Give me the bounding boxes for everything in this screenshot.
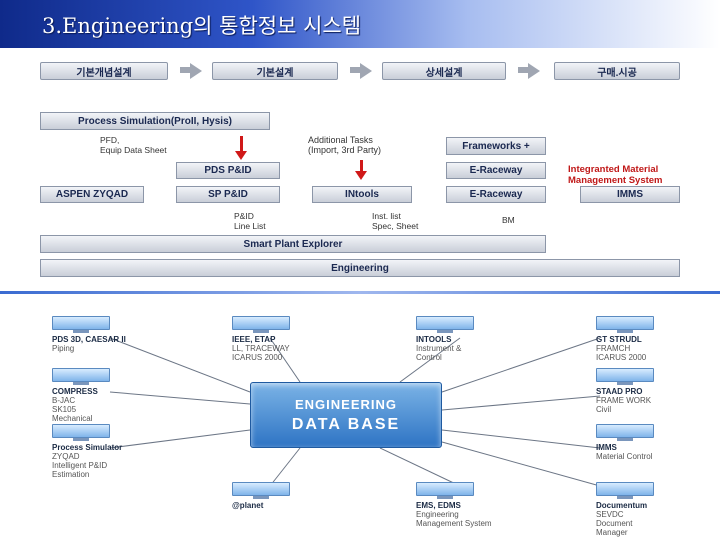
engineering-bar: Engineering <box>40 259 680 277</box>
intools-box: INtools <box>312 186 412 203</box>
e-raceway-box-2: E-Raceway <box>446 186 546 203</box>
node-staad-sub: Civil <box>596 405 612 414</box>
flow-arrow-shaft <box>518 67 528 73</box>
sp-pid-box: SP P&ID <box>176 186 280 203</box>
node-ems-sub: Management System <box>416 519 492 528</box>
node-intools-title: INTOOLS <box>416 335 452 344</box>
process-simulation-box: Process Simulation(ProII, Hysis) <box>40 112 270 130</box>
computer-icon <box>52 424 110 441</box>
node-document-title: Documentum <box>596 501 648 510</box>
integrated-material-label: Integranted Material Management System <box>568 164 663 186</box>
node-document-sub: Document <box>596 519 633 528</box>
flow-arrow-shaft <box>180 67 190 73</box>
pfd-label: PFD, Equip Data Sheet <box>100 135 167 155</box>
node-ieee-title: IEEE, ETAP <box>232 335 276 344</box>
node-staad-sub: FRAME WORK <box>596 396 652 405</box>
computer-icon <box>416 316 474 333</box>
node-ems-sub: Engineering <box>416 510 459 519</box>
node-planet-title: @planet <box>232 501 264 510</box>
additional-line-1: Additional Tasks <box>308 135 373 145</box>
node-staad-title: STAAD PRO <box>596 387 643 396</box>
pds-pid-box: PDS P&ID <box>176 162 280 179</box>
red-arrow-shaft <box>240 136 243 152</box>
computer-icon <box>52 368 110 385</box>
smart-plant-explorer-bar: Smart Plant Explorer <box>40 235 546 253</box>
node-compress-sub: Mechanical <box>52 414 93 423</box>
inst-list-label: Inst. list Spec, Sheet <box>372 211 418 231</box>
computer-icon <box>52 316 110 333</box>
engineering-database-box: ENGINEERING DATA BASE <box>250 382 442 448</box>
pid-line-list-label: P&ID Line List <box>234 211 266 231</box>
flow-step-3: 상세설계 <box>382 62 506 80</box>
node-process-sub: Estimation <box>52 470 90 479</box>
frameworks-box: Frameworks + <box>446 137 546 155</box>
node-compress-sub: B-JAC <box>52 396 76 405</box>
flow-step-4: 구매.시공 <box>554 62 680 80</box>
integrated-line-1: Integranted Material <box>568 164 659 175</box>
pid-line-1: P&ID <box>234 211 254 221</box>
node-ems-title: EMS, EDMS <box>416 501 461 510</box>
computer-icon <box>596 316 654 333</box>
node-gtstrudl-sub: FRAMCH <box>596 344 631 353</box>
computer-icon <box>232 482 290 499</box>
node-process-title: Process Simulator <box>52 443 123 452</box>
e-raceway-box-1: E-Raceway <box>446 162 546 179</box>
flow-step-1: 기본개념설계 <box>40 62 168 80</box>
title-banner: 3.Engineering의 통합정보 시스템 <box>0 0 720 48</box>
flow-arrow-icon <box>528 63 540 79</box>
section-divider <box>0 291 720 294</box>
pfd-line-1: PFD, <box>100 135 120 145</box>
pfd-line-2: Equip Data Sheet <box>100 145 167 155</box>
inst-line-1: Inst. list <box>372 211 401 221</box>
flow-arrow-icon <box>190 63 202 79</box>
pid-line-2: Line List <box>234 221 266 231</box>
additional-tasks-label: Additional Tasks (Import, 3rd Party) <box>308 135 381 155</box>
computer-icon <box>416 482 474 499</box>
node-pds3d-title: PDS 3D, CAESAR II <box>52 335 126 344</box>
flow-step-2: 기본설계 <box>212 62 338 80</box>
database-line-2: DATA BASE <box>291 416 401 433</box>
node-document-sub: SEVDC <box>596 510 624 519</box>
flow-arrow-icon <box>360 63 372 79</box>
integrated-line-2: Management System <box>568 175 663 186</box>
node-imms-sub: Material Control <box>596 452 653 461</box>
bm-label: BM <box>502 215 515 225</box>
node-pds3d-sub: Piping <box>52 344 75 353</box>
red-arrow-shaft <box>360 160 363 172</box>
node-intools-sub: Instrument & <box>416 344 462 353</box>
node-gtstrudl-title: GT STRUDL <box>596 335 642 344</box>
node-gtstrudl-sub: ICARUS 2000 <box>596 353 647 362</box>
node-imms-title: IMMS <box>596 443 617 452</box>
red-arrow-down-icon <box>235 151 247 160</box>
node-process-sub: Intelligent P&ID <box>52 461 108 470</box>
node-compress-sub: SK105 <box>52 405 77 414</box>
flow-arrow-shaft <box>350 67 360 73</box>
aspen-zyqad-box: ASPEN ZYQAD <box>40 186 144 203</box>
computer-icon <box>596 368 654 385</box>
computer-icon <box>596 424 654 441</box>
node-compress-title: COMPRESS <box>52 387 98 396</box>
computer-icon <box>232 316 290 333</box>
imms-box: IMMS <box>580 186 680 203</box>
node-document-sub: Manager <box>596 528 628 537</box>
node-intools-sub: Control <box>416 353 442 362</box>
node-ieee-sub: LL, TRACEWAY <box>232 344 290 353</box>
computer-icon <box>596 482 654 499</box>
inst-line-2: Spec, Sheet <box>372 221 419 231</box>
red-arrow-down-icon <box>355 171 367 180</box>
node-ieee-sub: ICARUS 2000 <box>232 353 283 362</box>
node-process-sub: ZYQAD <box>52 452 80 461</box>
additional-line-2: (Import, 3rd Party) <box>308 145 382 155</box>
page-title: 3.Engineering의 통합정보 시스템 <box>42 14 362 38</box>
database-line-1: ENGINEERING <box>294 397 397 412</box>
